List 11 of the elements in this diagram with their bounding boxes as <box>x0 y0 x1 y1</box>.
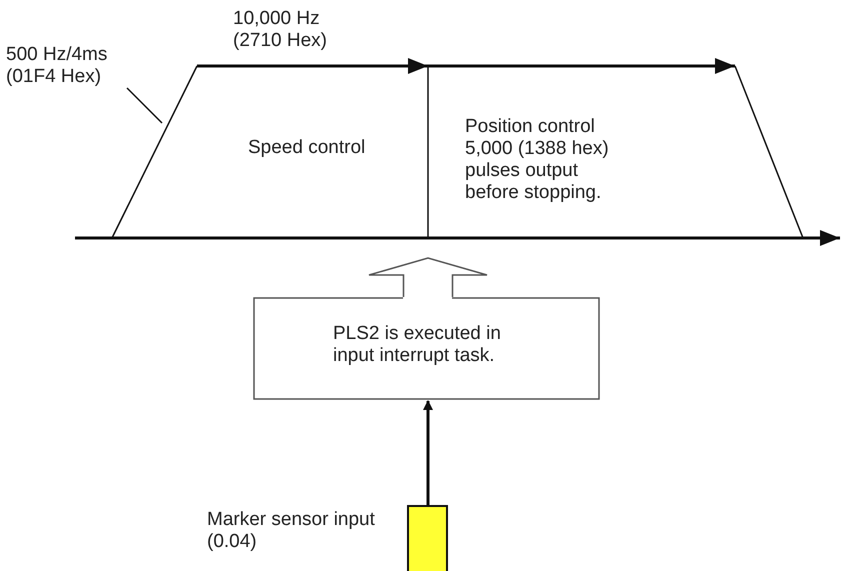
process-box <box>253 297 600 400</box>
leader-line <box>126 87 163 124</box>
caption-text: Marker sensor input (0.04) <box>207 509 376 553</box>
arrow <box>423 400 433 505</box>
box-text: PLS2 is executed in input interrupt task. <box>333 323 502 367</box>
region-label: Speed control <box>248 137 366 159</box>
annotation-text: 500 Hz/4ms (01F4 Hex) <box>6 44 131 88</box>
time-axis <box>75 230 840 246</box>
sensor-bar <box>407 505 448 571</box>
region-label: Position control 5,000 (1388 hex) pulses output before stopping. <box>465 116 610 204</box>
frequency-label: 10,000 Hz (2710 Hex) <box>233 8 328 52</box>
